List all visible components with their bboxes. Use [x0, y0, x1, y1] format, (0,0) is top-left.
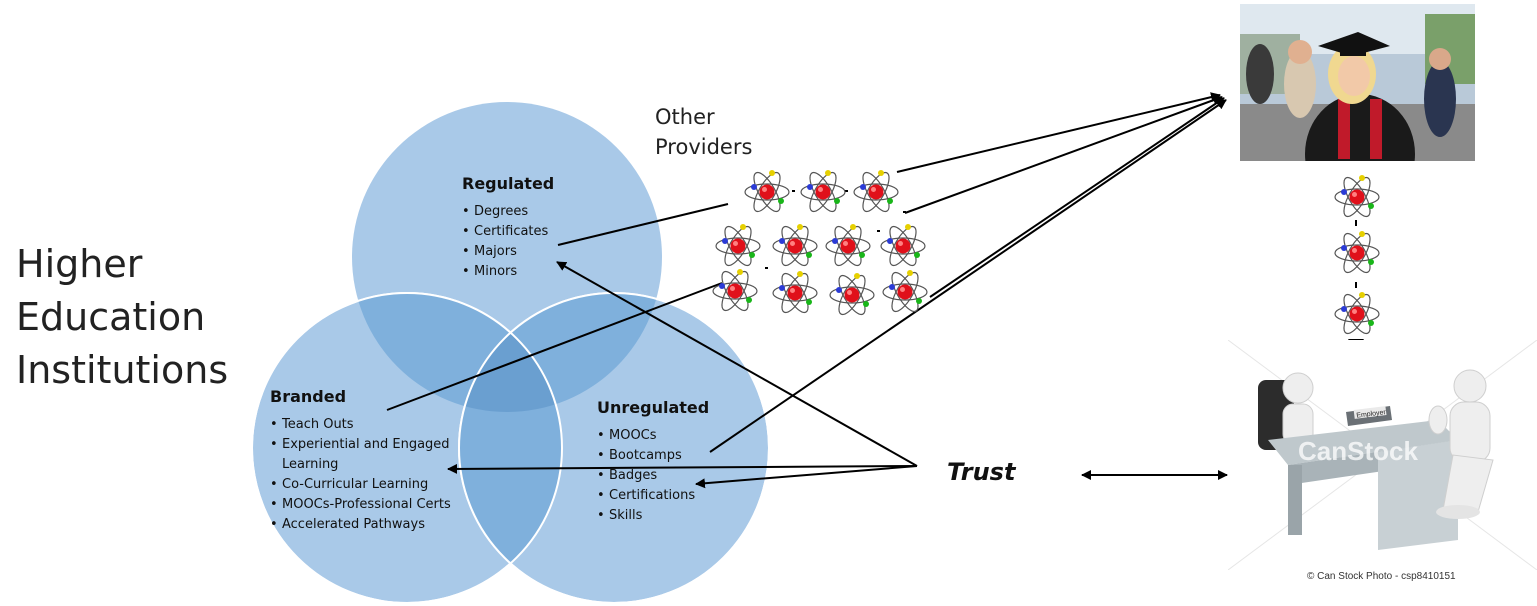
atom-icon [825, 222, 871, 270]
regulated-title: Regulated [462, 174, 555, 193]
graduate-photo-illustration [1240, 4, 1475, 161]
list-item: Majors [462, 242, 612, 262]
list-item: Teach Outs [270, 415, 455, 435]
arrow-regulated-to-graduate [904, 95, 1223, 214]
list-item: Certifications [597, 486, 757, 506]
atom-icon [712, 267, 758, 315]
regulated-list: Degrees Certificates Majors Minors [462, 202, 612, 282]
employer-interview-image: Employer CanStock [1227, 339, 1537, 571]
list-item: MOOCs [597, 426, 757, 446]
atom-icon [715, 222, 761, 270]
regulated-box: Regulated Degrees Certificates Majors Mi… [462, 174, 612, 282]
atom-icon [853, 168, 899, 216]
branded-title: Branded [270, 387, 347, 406]
list-item: Bootcamps [597, 446, 757, 466]
trust-label: Trust [947, 458, 1016, 486]
atom-icon [880, 222, 926, 270]
unregulated-box: Unregulated MOOCs Bootcamps Badges Certi… [597, 398, 757, 526]
arrow-unregulated-to-graduate [709, 99, 1227, 453]
list-item: Experiential and Engaged Learning [270, 435, 455, 475]
other-providers-label: Other Providers [655, 105, 753, 159]
atom-icon [829, 271, 875, 319]
employer-sign-text: Employer [1356, 409, 1387, 420]
list-item: Degrees [462, 202, 612, 222]
branded-box: Branded Teach Outs Experiential and Enga… [270, 387, 470, 535]
atom-icon [744, 168, 790, 216]
list-item: Co-Curricular Learning [270, 475, 455, 495]
atom-icon [1334, 290, 1380, 338]
list-item: Skills [597, 506, 757, 526]
graduate-photo [1240, 4, 1475, 161]
heading-line-3: Institutions [16, 348, 229, 392]
unregulated-list: MOOCs Bootcamps Badges Certifications Sk… [597, 426, 757, 526]
heading-line-1: Higher [16, 242, 143, 286]
list-item: Minors [462, 262, 612, 282]
atom-icon [882, 268, 928, 316]
arrow-providers-row3-to-graduate [929, 97, 1225, 298]
atom-icon [1334, 173, 1380, 221]
heading-line-2: Education [16, 295, 206, 339]
branded-list: Teach Outs Experiential and Engaged Lear… [270, 415, 455, 535]
atom-icon [800, 168, 846, 216]
arrow-branded-line [386, 282, 723, 411]
atom-icon [772, 222, 818, 270]
arrow-providers-to-graduate [896, 92, 1221, 173]
list-item: Accelerated Pathways [270, 515, 455, 535]
arrow-trust-to-regulated [556, 261, 918, 467]
list-item: Certificates [462, 222, 612, 242]
unregulated-title: Unregulated [597, 398, 710, 417]
overlap-center [459, 293, 562, 412]
atom-icon [1334, 229, 1380, 277]
watermark-text: CanStock [1298, 436, 1418, 466]
list-item: MOOCs-Professional Certs [270, 495, 455, 515]
employer-illustration: Employer CanStock [1227, 339, 1537, 571]
left-heading: Higher Education Institutions [16, 238, 228, 397]
atom-icon [772, 269, 818, 317]
list-item: Badges [597, 466, 757, 486]
photo-credit: © Can Stock Photo - csp8410151 [1307, 571, 1456, 582]
